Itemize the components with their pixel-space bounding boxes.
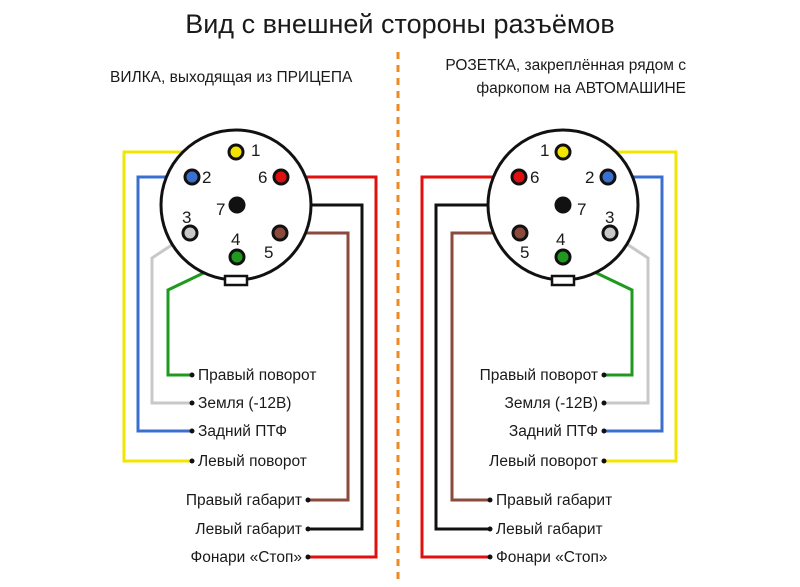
left-label-rear-fog: Задний ПТФ — [198, 423, 287, 440]
left-pin-4 — [228, 248, 246, 266]
left-pin-1 — [227, 143, 245, 161]
left-labels: Правый поворот Земля (-12В) Задний ПТФ Л… — [186, 367, 317, 566]
right-pin-1 — [554, 143, 572, 161]
right-pin-3 — [601, 224, 619, 242]
right-pin-2 — [599, 168, 617, 186]
right-pin-number-1: 1 — [540, 141, 549, 160]
left-pin-6 — [272, 168, 290, 186]
left-label-stop-lights: Фонари «Стоп» — [190, 549, 302, 566]
right-connector-key — [550, 274, 576, 287]
left-pin-5 — [271, 224, 289, 242]
left-label-left-marker: Левый габарит — [195, 521, 302, 538]
right-wire-6 — [420, 175, 519, 559]
left-label-ground: Земля (-12В) — [198, 395, 291, 412]
right-terminal-dots — [487, 372, 607, 560]
left-connector-key — [223, 274, 249, 287]
left-pin-number-7: 7 — [216, 200, 225, 219]
left-wire-5 — [280, 231, 350, 502]
left-pin-numbers: 1 2 3 4 5 6 7 — [182, 141, 273, 262]
left-pin-number-4: 4 — [231, 230, 240, 249]
left-terminal-dots — [189, 372, 311, 560]
right-wire-2 — [604, 175, 664, 433]
left-pin-3 — [181, 224, 199, 242]
right-pin-5 — [511, 224, 529, 242]
right-wires — [420, 150, 678, 559]
right-pin-numbers: 1 2 3 4 5 6 7 — [520, 141, 614, 262]
right-pin-4 — [554, 248, 572, 266]
right-pin-number-7: 7 — [577, 200, 586, 219]
right-wire-1 — [563, 150, 678, 463]
right-wire-4 — [562, 255, 634, 377]
left-wire-1 — [122, 150, 236, 463]
right-label-rear-fog: Задний ПТФ — [509, 423, 598, 440]
diagram-title: Вид с внешней стороны разъёмов — [185, 9, 615, 39]
left-pin-2 — [183, 168, 201, 186]
left-pins — [181, 143, 290, 266]
left-pin-7 — [228, 196, 246, 214]
left-pin-number-6: 6 — [258, 168, 267, 187]
right-pins — [510, 143, 619, 266]
right-subtitle-line1: РОЗЕТКА, закреплённая рядом с — [445, 57, 686, 74]
right-pin-number-5: 5 — [520, 243, 529, 262]
left-pin-number-1: 1 — [251, 141, 260, 160]
left-label-right-turn: Правый поворот — [198, 367, 316, 384]
right-pin-number-6: 6 — [530, 168, 539, 187]
right-label-ground: Земля (-12В) — [505, 395, 598, 412]
left-label-right-marker: Правый габарит — [186, 492, 302, 509]
right-pin-7 — [554, 196, 572, 214]
right-pin-number-4: 4 — [556, 230, 565, 249]
left-pin-number-3: 3 — [182, 208, 191, 227]
left-subtitle: ВИЛКА, выходящая из ПРИЦЕПА — [110, 69, 353, 86]
right-subtitle-line2: фаркопом на АВТОМАШИНЕ — [476, 80, 686, 97]
left-wire-6 — [281, 175, 378, 559]
right-pin-number-3: 3 — [605, 208, 614, 227]
right-label-left-turn: Левый поворот — [489, 453, 598, 470]
left-label-left-turn: Левый поворот — [198, 453, 307, 470]
right-labels: Правый поворот Земля (-12В) Задний ПТФ Л… — [480, 367, 613, 566]
right-pin-number-2: 2 — [585, 168, 594, 187]
left-pin-number-5: 5 — [264, 243, 273, 262]
right-wire-3 — [604, 231, 650, 405]
right-label-right-marker: Правый габарит — [496, 492, 612, 509]
right-wire-5 — [450, 231, 520, 502]
right-label-stop-lights: Фонари «Стоп» — [496, 549, 608, 566]
left-wire-3 — [150, 231, 192, 405]
left-pin-number-2: 2 — [202, 168, 211, 187]
right-label-left-marker: Левый габарит — [496, 521, 603, 538]
right-label-right-turn: Правый поворот — [480, 367, 598, 384]
right-pin-6 — [510, 168, 528, 186]
